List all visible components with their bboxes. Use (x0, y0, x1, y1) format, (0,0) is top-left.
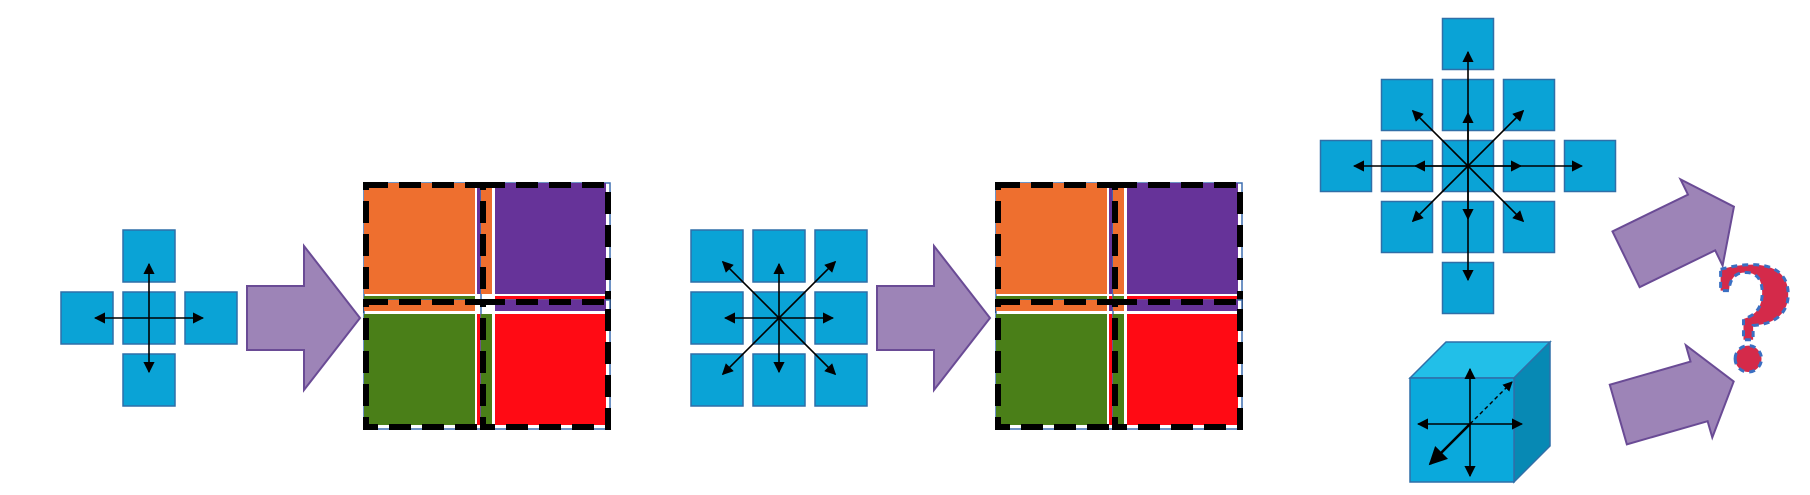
stencil-arrow (778, 317, 837, 376)
block-owned-region (495, 314, 606, 425)
neighbor-cell (1563, 139, 1617, 193)
dashed-boundary (1112, 299, 1243, 430)
stencil-arrow (1467, 109, 1525, 167)
block-owned-region (364, 183, 475, 294)
block-arrow (1611, 177, 1736, 289)
stencil-5-point (60, 229, 238, 407)
block-owned-region (364, 314, 475, 425)
block-arrow (1608, 342, 1735, 446)
halo-strip-horizontal (1113, 183, 1124, 294)
stencil-arrow (1411, 165, 1469, 223)
stencil-13-point (1319, 17, 1617, 315)
flow-arrow-2 (876, 243, 992, 393)
dashed-boundary (995, 299, 1126, 430)
block-owned-region (495, 183, 606, 294)
block-owned-region (1127, 314, 1238, 425)
block-owned-region (1127, 183, 1238, 294)
flow-arrow-4 (1608, 342, 1735, 446)
stencil-arrow-depth (1469, 381, 1513, 425)
neighbor-cell (1380, 200, 1434, 254)
dashed-boundary (363, 299, 494, 430)
stencil-arrow (721, 317, 780, 376)
stencil-arrow (1467, 165, 1525, 223)
halo-strip-vertical (495, 300, 606, 311)
dashed-boundary (480, 299, 611, 430)
block-owned-region (996, 314, 1107, 425)
block-owned-region (996, 183, 1107, 294)
halo-strip-horizontal (481, 314, 492, 425)
halo-strip-vertical (996, 300, 1107, 311)
partition-4-neighbors (363, 182, 611, 430)
halo-strip-vertical (1127, 300, 1238, 311)
stencil-arrow (1411, 109, 1469, 167)
stencil-9-point (690, 229, 868, 407)
halo-strip-horizontal (481, 183, 492, 294)
stencil-3d-cube (1408, 340, 1552, 484)
flow-arrow-1 (246, 243, 362, 393)
halo-strip-horizontal (1113, 314, 1124, 425)
block-arrow (246, 243, 362, 393)
stencil-arrow (721, 260, 780, 319)
block-arrow (876, 243, 992, 393)
partition-8-neighbors (995, 182, 1243, 430)
cube-front-face (1409, 377, 1515, 483)
stencil-arrow (1428, 423, 1471, 466)
halo-corner (1113, 300, 1124, 311)
flow-arrow-3 (1611, 177, 1736, 289)
stencil-arrow (778, 260, 837, 319)
halo-strip-vertical (364, 300, 475, 311)
question-mark: ? (1711, 238, 1794, 404)
